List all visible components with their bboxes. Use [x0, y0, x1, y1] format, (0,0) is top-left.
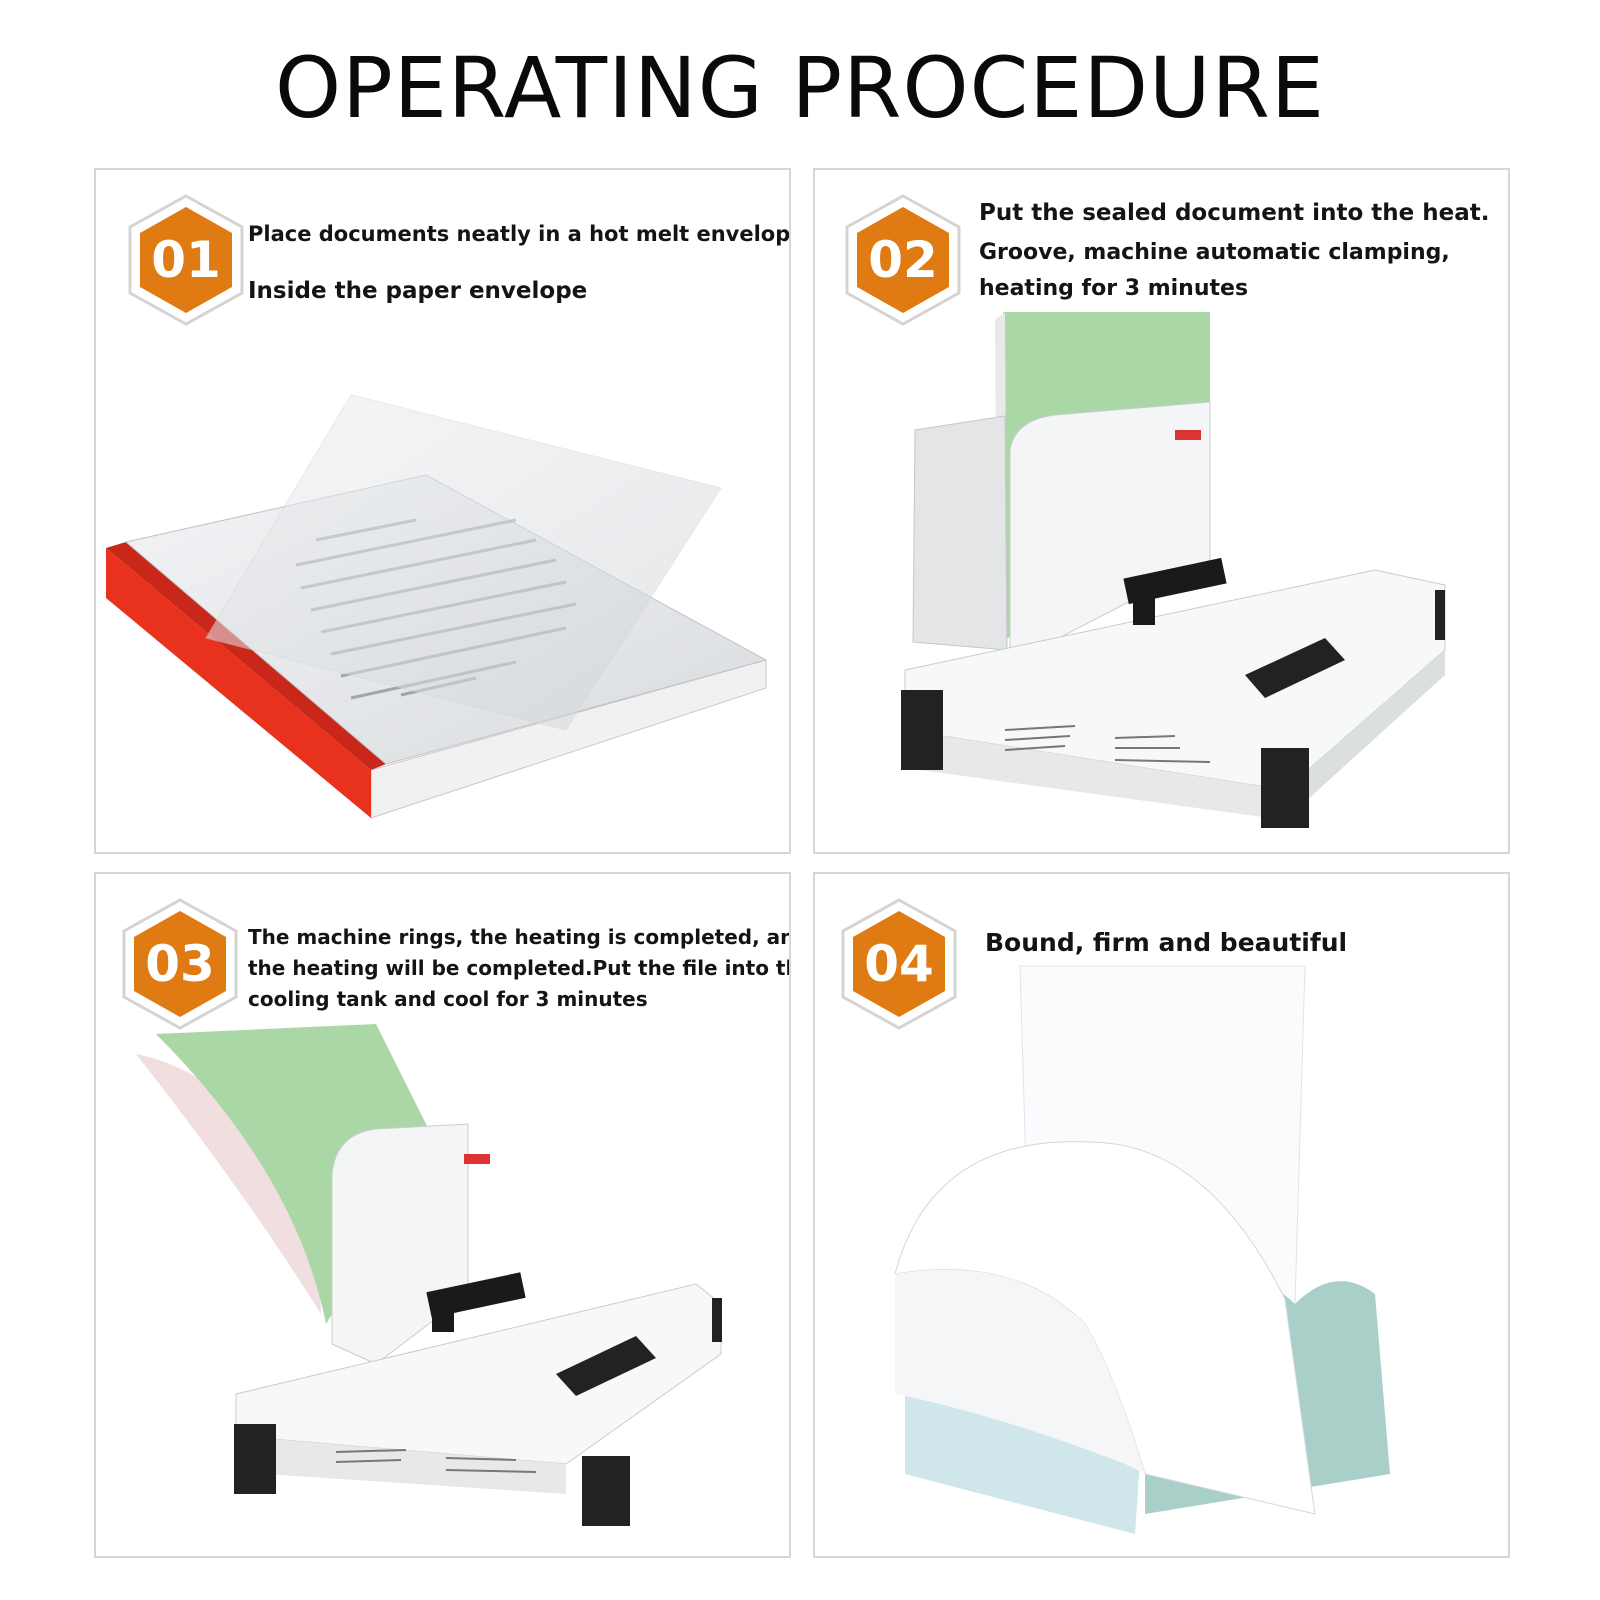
step-description: The machine rings, the heating is comple… [248, 922, 791, 1015]
step-panel-01: 01 Place documents neatly in a hot melt … [94, 168, 791, 854]
step-number: 03 [145, 935, 215, 993]
step-line: Inside the paper envelope [248, 278, 588, 304]
step-description: Bound, firm and beautiful [985, 928, 1347, 957]
binding-machine-illustration [901, 312, 1446, 828]
step-badge: 04 [839, 898, 959, 1030]
step-panel-04: 04 Bound, firm and beautiful [813, 872, 1510, 1558]
step-number: 01 [151, 231, 221, 289]
step-line: Put the sealed document into the heat. [979, 200, 1490, 226]
step-number: 04 [864, 935, 934, 993]
step-description: Place documents neatly in a hot melt env… [248, 222, 791, 304]
step-line: the heating will be completed.Put the fi… [248, 956, 791, 980]
page-title: OPERATING PROCEDURE [275, 39, 1325, 137]
bound-book-illustration [894, 965, 1390, 1534]
step-badge: 02 [843, 194, 963, 326]
step-panel-02: 02 Put the sealed document into the heat… [813, 168, 1510, 854]
step-line: heating for 3 minutes [979, 276, 1249, 301]
step-line: Bound, firm and beautiful [985, 928, 1348, 957]
step-panel-03: 03 The machine rings, the heating is com… [94, 872, 791, 1558]
step-line: Groove, machine automatic clamping, [979, 240, 1450, 265]
step-number: 02 [868, 231, 938, 289]
step-badge: 03 [120, 898, 240, 1030]
cooling-machine-illustration [136, 1024, 722, 1526]
step-line: The machine rings, the heating is comple… [248, 925, 791, 949]
step-description: Put the sealed document into the heat. G… [979, 200, 1489, 301]
document-envelope-illustration [106, 394, 768, 819]
step-line: Place documents neatly in a hot melt env… [248, 222, 791, 246]
step-badge: 01 [126, 194, 246, 326]
step-line: cooling tank and cool for 3 minutes [248, 987, 648, 1011]
